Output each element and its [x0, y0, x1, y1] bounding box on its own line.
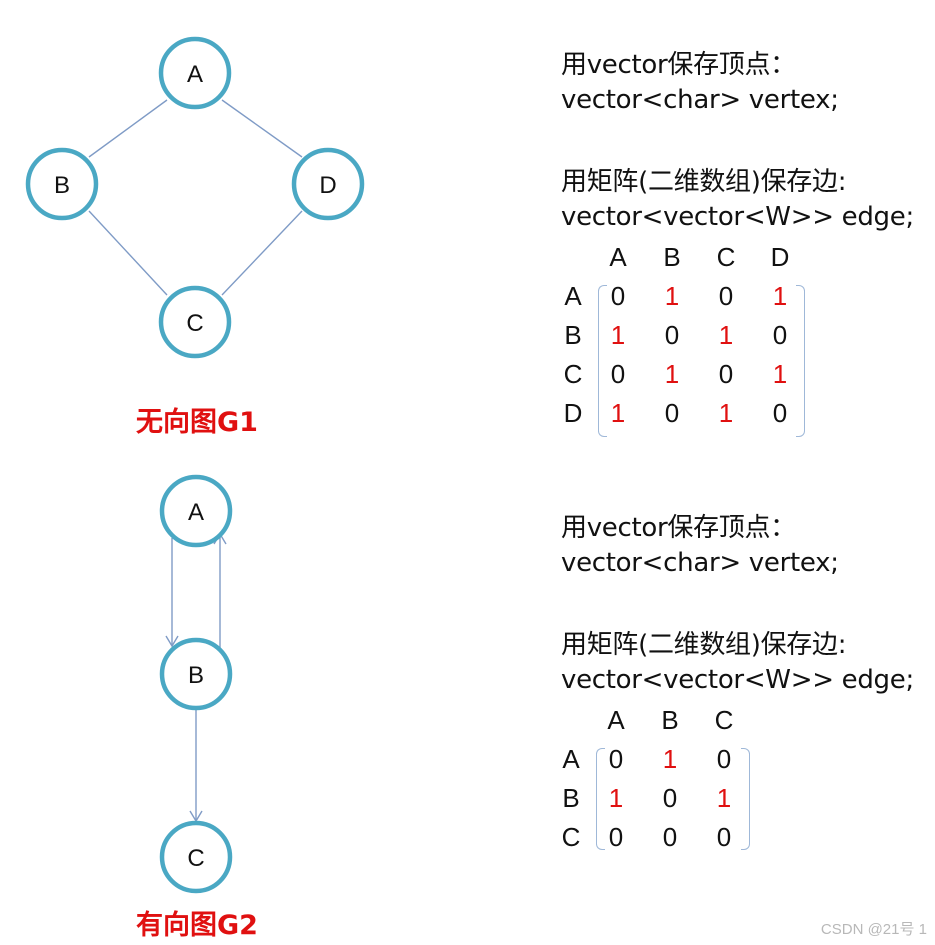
p1-cell: 0 — [772, 398, 788, 428]
g1-edge-a-b — [88, 99, 168, 158]
p2-col-header: B — [661, 705, 679, 735]
p2-cell: 0 — [608, 744, 624, 774]
graph-g1: A B D C — [25, 36, 365, 359]
g2-node-a-label: A — [188, 499, 204, 526]
g2-edge-b-c — [189, 710, 203, 823]
p1-col-header: D — [770, 242, 790, 272]
g1-node-d-label: D — [319, 172, 336, 199]
p2-vertex-caption: 用vector保存顶点： — [561, 513, 796, 543]
p1-col-header: C — [716, 242, 736, 272]
p1-cell: 1 — [772, 359, 788, 389]
csdn-watermark: CSDN @21号 1 — [820, 921, 927, 938]
g2-edge-b-a — [213, 532, 227, 648]
p1-vertex-code: vector<char> vertex; — [561, 85, 839, 115]
g1-edge-b-c — [88, 210, 168, 296]
p1-edge-caption: 用矩阵(二维数组)保存边: — [561, 167, 847, 197]
p1-cell: 1 — [718, 398, 734, 428]
p1-cell: 0 — [664, 398, 680, 428]
p1-cell: 0 — [610, 281, 626, 311]
p1-row-header: B — [564, 320, 582, 350]
p1-col-header: B — [663, 242, 681, 272]
g1-node-d: D — [291, 147, 365, 221]
p2-right-bracket — [741, 748, 750, 850]
p1-cell: 1 — [610, 398, 626, 428]
p2-cell: 0 — [662, 783, 678, 813]
p2-vertex-code: vector<char> vertex; — [561, 548, 839, 578]
p2-cell: 0 — [716, 744, 732, 774]
p2-col-header: A — [607, 705, 625, 735]
p2-row-header: A — [562, 744, 580, 774]
p2-cell: 1 — [716, 783, 732, 813]
p2-row-header: B — [562, 783, 580, 813]
g1-edge-d-c — [221, 210, 303, 296]
g2-node-b-label: B — [188, 662, 204, 689]
g1-node-c: C — [158, 285, 232, 359]
p1-col-header: A — [609, 242, 627, 272]
p2-cell: 1 — [662, 744, 678, 774]
p2-cell: 0 — [662, 822, 678, 852]
g1-node-b: B — [25, 147, 99, 221]
p1-right-bracket — [796, 285, 805, 437]
g2-node-a: A — [159, 474, 233, 548]
g1-edges — [88, 99, 303, 296]
g1-node-b-label: B — [54, 172, 70, 199]
p1-cell: 1 — [664, 281, 680, 311]
p1-vertex-caption: 用vector保存顶点： — [561, 50, 796, 80]
g2-node-c: C — [159, 820, 233, 894]
p1-cell: 0 — [718, 359, 734, 389]
g2-edge-a-b — [165, 538, 179, 648]
p1-cell: 0 — [772, 320, 788, 350]
g2-node-c-label: C — [187, 845, 204, 872]
p1-cell: 1 — [664, 359, 680, 389]
p2-col-header: C — [714, 705, 734, 735]
p2-edge-caption: 用矩阵(二维数组)保存边: — [561, 630, 847, 660]
p1-cell: 0 — [718, 281, 734, 311]
g1-node-c-label: C — [186, 310, 203, 337]
g2-title: 有向图G2 — [136, 910, 258, 941]
p1-row-header: D — [563, 398, 583, 428]
p2-row-header: C — [561, 822, 581, 852]
p2-cell: 0 — [608, 822, 624, 852]
p2-cell: 1 — [608, 783, 624, 813]
graph-g2: A B C — [159, 474, 233, 894]
g1-node-a: A — [158, 36, 232, 110]
p1-row-header: A — [564, 281, 582, 311]
p1-left-bracket — [598, 285, 607, 437]
g1-title: 无向图G1 — [136, 407, 258, 438]
p2-cell: 0 — [716, 822, 732, 852]
p1-cell: 0 — [664, 320, 680, 350]
p2-left-bracket — [596, 748, 605, 850]
p2-edge-code: vector<vector<W>> edge; — [561, 665, 914, 695]
p1-row-header: C — [563, 359, 583, 389]
p1-cell: 1 — [610, 320, 626, 350]
p1-edge-code: vector<vector<W>> edge; — [561, 202, 914, 232]
p1-cell: 1 — [772, 281, 788, 311]
p1-cell: 0 — [610, 359, 626, 389]
g1-node-a-label: A — [187, 61, 203, 88]
g2-node-b: B — [159, 637, 233, 711]
p1-cell: 1 — [718, 320, 734, 350]
g1-edge-a-d — [221, 99, 303, 158]
